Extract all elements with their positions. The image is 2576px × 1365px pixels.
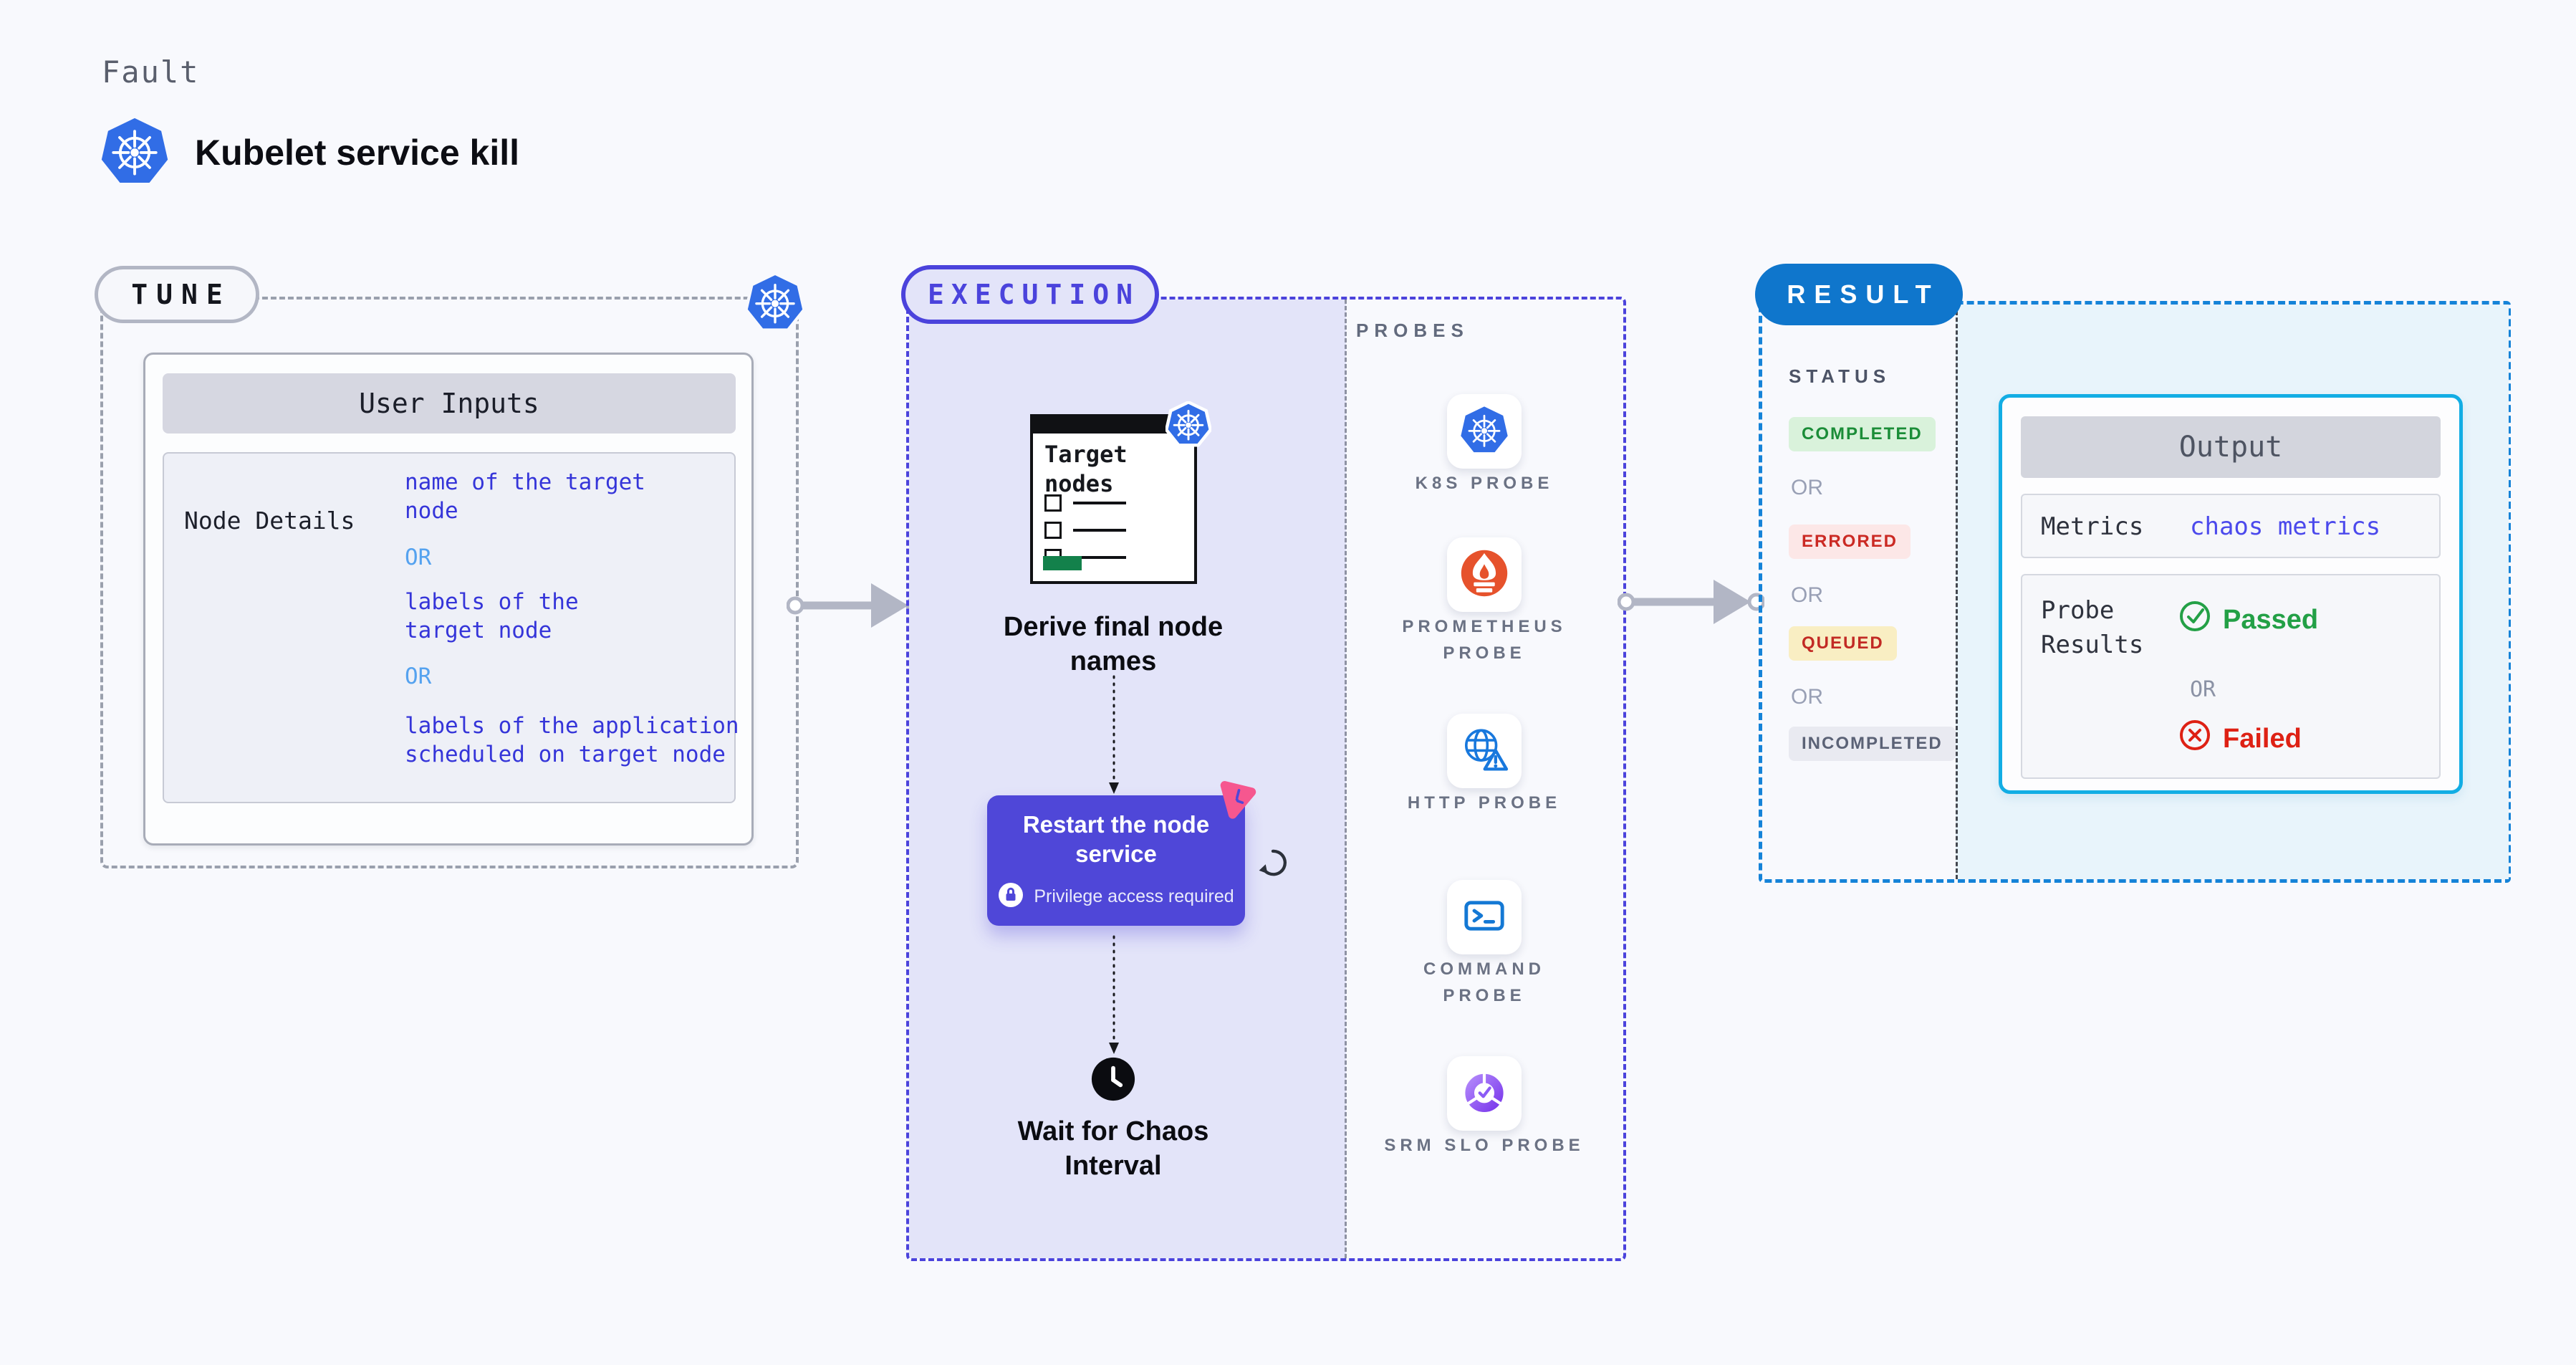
page-title: Kubelet service kill bbox=[195, 133, 520, 173]
probe-label: HTTP PROBE bbox=[1407, 793, 1562, 813]
passed-label: Passed bbox=[2223, 604, 2319, 635]
execution-pill: EXECUTION bbox=[901, 265, 1159, 324]
probe-results-label: Probe Results bbox=[2041, 596, 2144, 659]
or-separator: OR bbox=[405, 544, 432, 570]
fault-eyebrow: Fault bbox=[102, 54, 200, 90]
probe-label: SRM SLO PROBE bbox=[1384, 1136, 1585, 1155]
kubernetes-badge-icon bbox=[1164, 400, 1213, 451]
tune-section bbox=[100, 297, 799, 868]
target-nodes-title: Target nodes bbox=[1044, 441, 1128, 497]
prometheus-icon bbox=[1459, 548, 1509, 602]
node-details-label: Node Details bbox=[184, 507, 355, 535]
restart-node-service-card: Restart the node service Privilege acces… bbox=[987, 795, 1245, 926]
result-pill: RESULT bbox=[1755, 264, 1963, 325]
user-inputs-card: User Inputs Node Details name of the tar… bbox=[143, 353, 754, 846]
probe-card-command bbox=[1447, 880, 1522, 954]
terminal-icon bbox=[1459, 891, 1509, 944]
probe-passed: Passed bbox=[2178, 600, 2318, 640]
target-progress-bar bbox=[1043, 556, 1082, 570]
status-or: OR bbox=[1791, 685, 1823, 709]
tune-pill: TUNE bbox=[95, 266, 259, 323]
probes-heading: PROBES bbox=[1356, 320, 1469, 341]
probe-card-k8s bbox=[1447, 394, 1522, 469]
checkbox-icon bbox=[1044, 522, 1062, 539]
value-node-name: name of the target node bbox=[405, 469, 645, 525]
status-badge-errored: ERRORED bbox=[1789, 525, 1911, 559]
result-section bbox=[1759, 301, 2511, 883]
status-badge-completed: COMPLETED bbox=[1789, 417, 1936, 451]
x-circle-icon bbox=[2178, 719, 2211, 759]
probe-label: K8S PROBE bbox=[1415, 474, 1554, 493]
probe-card-prometheus bbox=[1447, 537, 1522, 612]
arrow-tune-to-execution bbox=[786, 573, 924, 641]
or-separator: OR bbox=[405, 664, 432, 690]
node-checkbox-row bbox=[1044, 522, 1126, 539]
probe-label: PROMETHEUS PROBE bbox=[1402, 617, 1567, 664]
status-heading: STATUS bbox=[1789, 365, 1891, 387]
status-badge-queued: QUEUED bbox=[1789, 626, 1897, 661]
kubernetes-icon bbox=[1460, 406, 1509, 458]
dotted-arrow-down bbox=[1108, 675, 1120, 799]
node-line bbox=[1073, 529, 1126, 532]
metrics-label: Metrics bbox=[2041, 512, 2144, 541]
probes-separator bbox=[1345, 300, 1347, 1258]
clock-icon bbox=[1090, 1056, 1136, 1106]
probe-label: COMMAND PROBE bbox=[1423, 959, 1545, 1006]
check-circle-icon bbox=[2178, 600, 2211, 640]
target-nodes-card: Target nodes bbox=[1030, 414, 1197, 584]
kubernetes-logo-icon bbox=[100, 117, 169, 189]
slo-donut-icon bbox=[1459, 1067, 1509, 1121]
probe-failed: Failed bbox=[2178, 719, 2302, 759]
node-line bbox=[1073, 556, 1126, 559]
arrow-execution-to-result bbox=[1617, 570, 1766, 638]
lock-icon bbox=[998, 882, 1024, 911]
status-badge-incompleted: INCOMPLETED bbox=[1789, 727, 1956, 761]
user-inputs-header: User Inputs bbox=[163, 373, 736, 434]
kubernetes-icon bbox=[744, 272, 806, 336]
failed-label: Failed bbox=[2223, 723, 2302, 754]
probe-card-http bbox=[1447, 714, 1522, 788]
node-line bbox=[1073, 502, 1126, 504]
value-node-labels: labels of the target node bbox=[405, 588, 579, 644]
status-or: OR bbox=[1791, 476, 1823, 499]
probe-results-row: Probe Results Passed OR F bbox=[2021, 574, 2441, 779]
loop-icon bbox=[1254, 843, 1292, 885]
status-or: OR bbox=[1791, 583, 1823, 607]
privilege-chip: Privilege access required bbox=[987, 882, 1245, 911]
http-globe-icon bbox=[1458, 724, 1510, 779]
probe-card-srm-slo bbox=[1447, 1056, 1522, 1131]
user-inputs-table: Node Details name of the target node OR … bbox=[163, 452, 739, 803]
value-app-labels: labels of the application scheduled on t… bbox=[405, 712, 739, 768]
chaos-experiment-icon bbox=[1216, 776, 1259, 823]
metrics-row: Metrics chaos metrics bbox=[2021, 494, 2441, 558]
step-wait-chaos-interval: Wait for Chaos Interval bbox=[1017, 1116, 1209, 1181]
metrics-value: chaos metrics bbox=[2190, 512, 2381, 541]
status-separator bbox=[1956, 305, 1958, 879]
privilege-chip-label: Privilege access required bbox=[1034, 886, 1234, 906]
step-derive-node-names: Derive final node names bbox=[1003, 612, 1224, 676]
node-checkbox-row bbox=[1044, 494, 1126, 512]
node-details-values: name of the target node OR labels of the… bbox=[405, 468, 749, 769]
restart-title: Restart the node service bbox=[1022, 811, 1210, 868]
checkbox-icon bbox=[1044, 494, 1062, 512]
output-card: Output Metrics chaos metrics Probe Resul… bbox=[1999, 394, 2463, 794]
dotted-arrow-down bbox=[1108, 935, 1120, 1059]
output-header: Output bbox=[2021, 416, 2441, 478]
probe-or: OR bbox=[2190, 677, 2216, 702]
